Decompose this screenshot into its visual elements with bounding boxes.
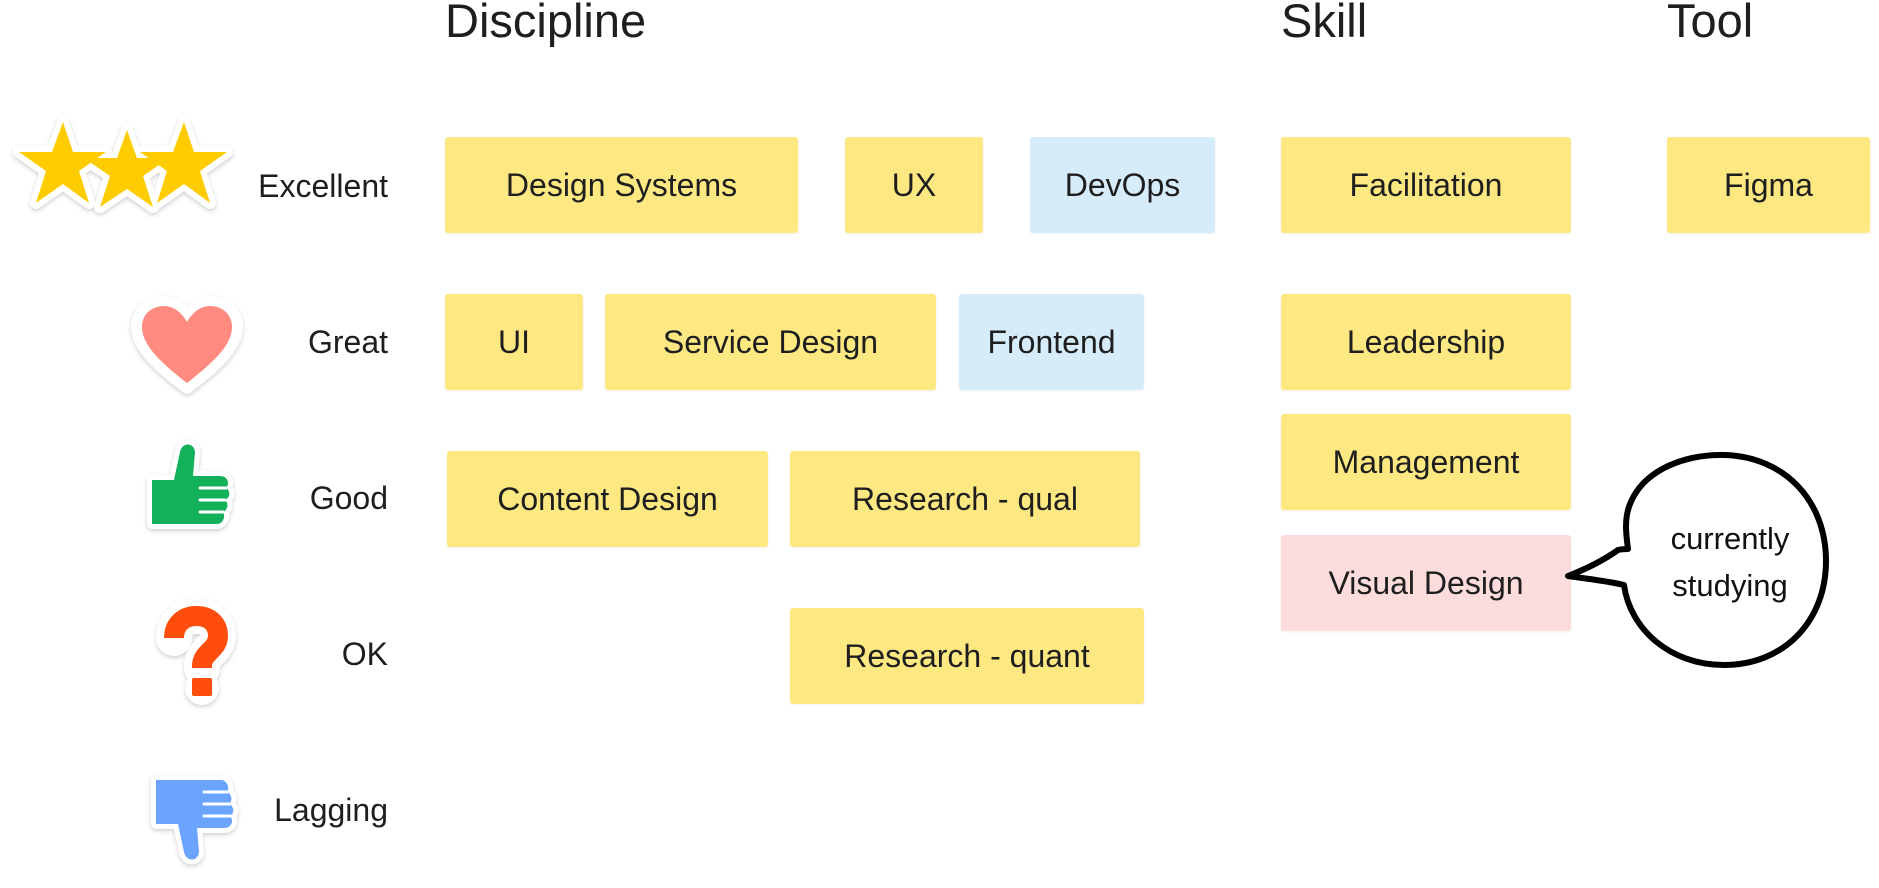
question-mark-icon [146, 598, 241, 710]
sticky-note-management[interactable]: Management [1281, 414, 1571, 510]
rating-label-excellent: Excellent [258, 168, 388, 204]
heading-skill: Skill [1281, 0, 1368, 47]
sticky-note-service-design[interactable]: Service Design [605, 294, 936, 390]
heading-tool: Tool [1667, 0, 1754, 47]
sticky-note-ui[interactable]: UI [445, 294, 583, 390]
sticky-note-visual-design[interactable]: Visual Design [1281, 535, 1571, 631]
sticky-note-leadership[interactable]: Leadership [1281, 294, 1571, 390]
thumbs-up-icon [140, 439, 235, 540]
heart-icon [131, 296, 243, 397]
sticky-note-ux[interactable]: UX [845, 137, 983, 233]
three-stars-icon [13, 112, 233, 230]
rating-label-good: Good [309, 480, 388, 516]
sticky-note-research-quant[interactable]: Research - quant [790, 608, 1144, 704]
rating-label-great: Great [307, 324, 388, 360]
callout-text-line-1: currently [1670, 521, 1790, 556]
sticky-note-figma[interactable]: Figma [1667, 137, 1870, 233]
sticky-note-devops[interactable]: DevOps [1030, 137, 1215, 233]
heading-discipline: Discipline [445, 0, 647, 47]
sticky-note-facilitation[interactable]: Facilitation [1281, 137, 1571, 233]
callout-text-line-2: studying [1672, 568, 1788, 603]
sticky-note-research-qual[interactable]: Research - qual [790, 451, 1140, 547]
sticky-note-design-systems[interactable]: Design Systems [445, 137, 798, 233]
rating-label-lagging: Lagging [274, 792, 388, 828]
thumbs-down-icon [144, 770, 239, 875]
sticky-note-frontend[interactable]: Frontend [959, 294, 1144, 390]
sticky-note-content-design[interactable]: Content Design [447, 451, 768, 547]
speech-bubble[interactable]: currently studying [1560, 449, 1835, 673]
rating-label-ok: OK [341, 636, 388, 672]
